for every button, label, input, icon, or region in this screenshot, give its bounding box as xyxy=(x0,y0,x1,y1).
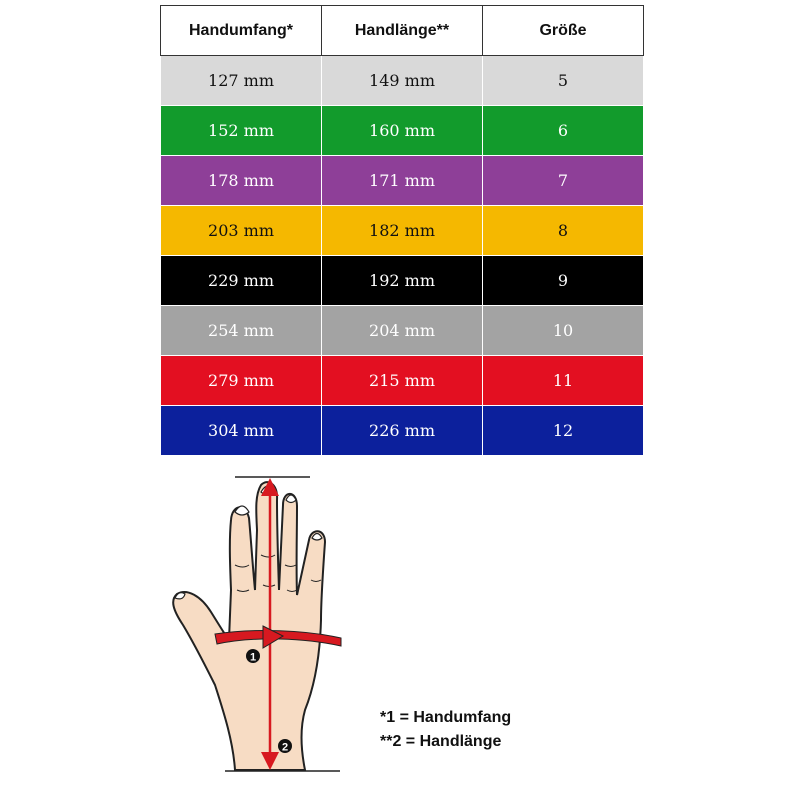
cell-handlaenge: 192 mm xyxy=(321,255,483,306)
fingernail xyxy=(234,505,250,516)
cell-handlaenge: 171 mm xyxy=(321,155,483,206)
cell-groesse: 11 xyxy=(482,355,644,406)
fingernail xyxy=(311,532,323,541)
cell-handlaenge: 204 mm xyxy=(321,305,483,356)
cell-handumfang: 304 mm xyxy=(160,405,322,456)
cell-handumfang: 254 mm xyxy=(160,305,322,356)
legend-line-handlaenge: **2 = Handlänge xyxy=(380,733,502,750)
header-handlaenge: Handlänge** xyxy=(321,5,483,56)
cell-groesse: 10 xyxy=(482,305,644,356)
cell-handumfang: 178 mm xyxy=(160,155,322,206)
marker-2-circle xyxy=(278,739,292,753)
cell-handlaenge: 182 mm xyxy=(321,205,483,256)
cell-groesse: 6 xyxy=(482,105,644,156)
marker-2-label: 2 xyxy=(282,742,288,754)
cell-handlaenge: 226 mm xyxy=(321,405,483,456)
knuckle-lines xyxy=(234,554,322,592)
hand-measurement-figure: 1 2 xyxy=(172,476,342,772)
cell-handlaenge: 215 mm xyxy=(321,355,483,406)
cell-handlaenge: 149 mm xyxy=(321,55,483,106)
header-handumfang: Handumfang* xyxy=(160,5,322,56)
marker-1-label: 1 xyxy=(250,652,256,664)
hand-length-arrowhead-bottom xyxy=(261,752,279,770)
header-groesse: Größe xyxy=(482,5,644,56)
hand-length-arrowhead-top xyxy=(261,478,279,496)
cell-handumfang: 229 mm xyxy=(160,255,322,306)
cell-groesse: 7 xyxy=(482,155,644,206)
hand-outline xyxy=(172,481,327,771)
cell-groesse: 8 xyxy=(482,205,644,256)
legend-line-handumfang: *1 = Handumfang xyxy=(380,709,512,726)
cell-groesse: 9 xyxy=(482,255,644,306)
marker-1-circle xyxy=(246,649,260,663)
thumbnail xyxy=(174,592,186,600)
hand-circumference-arrowhead xyxy=(262,625,285,649)
measurement-legend: *1 = Handumfang **2 = Handlänge xyxy=(380,706,511,754)
cell-handlaenge: 160 mm xyxy=(321,105,483,156)
fingernail xyxy=(285,494,297,504)
cell-groesse: 5 xyxy=(482,55,644,106)
cell-handumfang: 279 mm xyxy=(160,355,322,406)
table-header-row: Handumfang* Handlänge** Größe xyxy=(160,5,644,56)
cell-handumfang: 127 mm xyxy=(160,55,322,106)
cell-handumfang: 152 mm xyxy=(160,105,322,156)
cell-handumfang: 203 mm xyxy=(160,205,322,256)
cell-groesse: 12 xyxy=(482,405,644,456)
